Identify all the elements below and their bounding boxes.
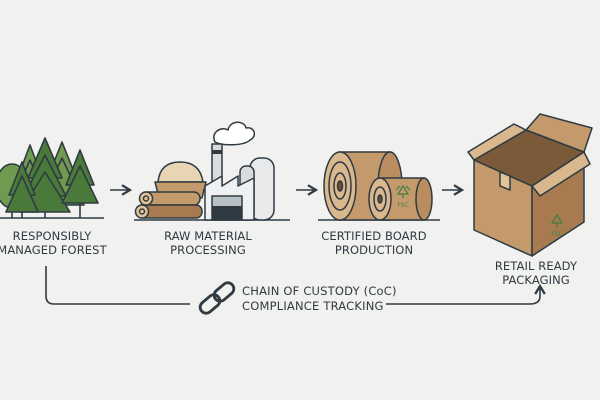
forest-icon [0,137,104,219]
factory-icon [134,121,290,221]
box-mark-text: FSC [551,231,562,238]
stage-label-packaging: RETAIL READY PACKAGING [494,259,578,287]
chain-link-icon [198,281,236,315]
stage-label-forest: RESPONSIBLY MANAGED FOREST [0,229,107,257]
box-icon [467,113,593,257]
stage-label-board: CERTIFIED BOARD PRODUCTION [321,229,427,257]
board-roll-icon [318,151,440,221]
fsc-tree-mark-icon [395,184,411,198]
roll-mark-text: FSC [397,202,408,209]
custody-line [45,266,190,305]
stage-label-processing: RAW MATERIAL PROCESSING [164,229,252,257]
custody-line [386,283,546,305]
fsc-tree-mark-icon [550,213,564,228]
chain-of-custody-label: CHAIN OF CUSTODY (CoC) COMPLIANCE TRACKI… [242,284,397,313]
